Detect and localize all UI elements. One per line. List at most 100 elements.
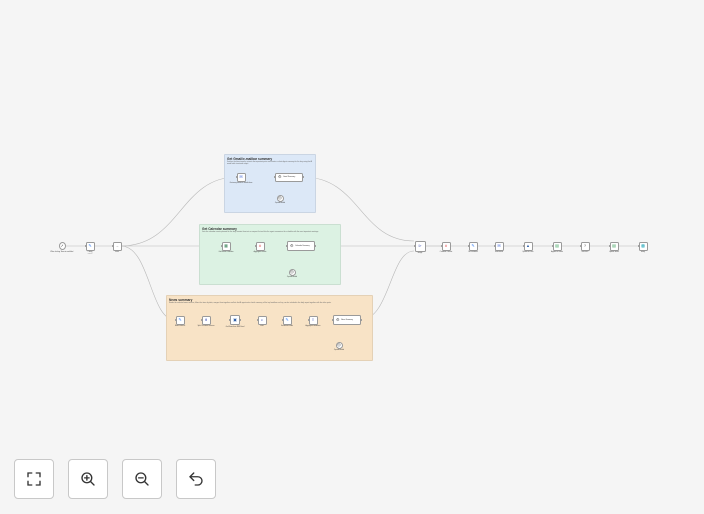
undo-icon	[189, 472, 203, 486]
code-icon: #	[258, 243, 262, 248]
workflow-node[interactable]: →	[112, 241, 122, 251]
agent-icon: ⚙	[278, 174, 282, 179]
workflow-node[interactable]: #	[255, 241, 265, 251]
node-label: Append to Sheet	[551, 252, 563, 253]
workflow-node[interactable]: ✎	[175, 315, 185, 325]
input-handle[interactable]	[332, 319, 334, 321]
input-handle[interactable]	[281, 319, 284, 321]
node-label: When clicking 'Execute workflow'	[50, 251, 74, 253]
input-handle[interactable]	[440, 245, 443, 247]
node-label: Upload to Drive	[522, 252, 534, 253]
slack-icon: ▩	[641, 243, 645, 248]
workflow-node[interactable]: ▲	[523, 241, 533, 251]
input-handle[interactable]	[551, 245, 554, 247]
fit-view-button[interactable]	[14, 459, 54, 499]
code-icon: #	[444, 243, 448, 248]
pencil-icon: ✎	[178, 317, 182, 322]
sticky-note[interactable]: News summary Reads the selected news sou…	[166, 295, 373, 361]
workflow-node[interactable]: ⊳	[414, 240, 426, 252]
pencil-icon: ✎	[88, 243, 92, 248]
input-handle[interactable]	[256, 319, 259, 321]
input-handle[interactable]	[111, 245, 114, 247]
node-subtitle: manual	[87, 254, 93, 256]
node-label: Calendar Summary	[295, 245, 310, 247]
node-label: Notify	[640, 252, 646, 253]
workflow-node[interactable]: ✎	[282, 315, 292, 325]
input-handle[interactable]	[254, 245, 257, 247]
input-handle[interactable]	[522, 245, 525, 247]
node-label: Aggregate Events	[253, 252, 267, 253]
node-label: Set Article Fields	[281, 326, 293, 327]
node-label: Success?	[581, 252, 589, 253]
workflow-node[interactable]: ⋔	[201, 315, 211, 325]
filter-icon: ⪧	[260, 317, 264, 322]
input-handle[interactable]	[84, 245, 87, 247]
workflow-node[interactable]: ✎	[85, 241, 95, 251]
workflow-node[interactable]: ?	[580, 241, 590, 251]
node-label: Filter	[260, 326, 264, 327]
input-handle[interactable]	[608, 245, 611, 247]
workflow-node[interactable]: ▤	[609, 241, 619, 251]
workflow-node[interactable]: ⚙Calendar Summary	[287, 241, 315, 251]
input-handle[interactable]	[579, 245, 582, 247]
zoom-in-button[interactable]	[68, 459, 108, 499]
model-icon: ◎	[278, 195, 282, 200]
zoom-out-button[interactable]	[122, 459, 162, 499]
zoom-out-icon	[135, 472, 149, 486]
sticky-note-title: News summary	[169, 297, 193, 302]
workflow-node[interactable]: ✉	[236, 172, 246, 182]
sheets-icon: ▤	[555, 243, 559, 248]
node-label: OpenAI Model	[274, 203, 286, 204]
input-handle[interactable]	[493, 245, 496, 247]
workflow-node[interactable]: ▣	[230, 315, 240, 325]
gmail-icon: ✉	[497, 243, 501, 248]
input-handle[interactable]	[467, 245, 470, 247]
input-handle[interactable]	[307, 319, 310, 321]
node-label: OpenAI Model	[333, 350, 345, 351]
input-handle[interactable]	[200, 319, 203, 321]
workflow-node[interactable]: ✉	[494, 241, 504, 251]
node-label: Send Email	[494, 252, 504, 253]
node-label: Get Events Calendar	[218, 252, 234, 253]
input-handle[interactable]	[229, 319, 231, 321]
input-handle[interactable]	[413, 245, 416, 247]
model-icon: ◎	[337, 342, 341, 347]
workflow-node[interactable]: ⪧	[257, 315, 267, 325]
input-handle[interactable]	[235, 176, 238, 178]
sticky-note[interactable]: Get Calendar summary Gets the calendar e…	[199, 224, 341, 285]
workflow-node[interactable]: ▩	[638, 241, 648, 251]
workflow-node[interactable]: ⚙Gmail Summary	[275, 172, 303, 182]
sheets-icon: ▤	[612, 243, 616, 248]
workflow-node[interactable]: ≡	[308, 315, 318, 325]
workflow-node[interactable]: #	[441, 241, 451, 251]
workflow-node[interactable]: ◎	[276, 194, 284, 202]
sticky-note[interactable]: Get Gmail/e-mailbar summary Fetches the …	[224, 154, 316, 213]
sticky-note-description: Fetches the latest emails, extracts the …	[227, 161, 313, 166]
workflow-node[interactable]: ⚙News Summary	[333, 315, 361, 325]
workflow-node[interactable]: ➚	[58, 242, 66, 250]
node-label: OpenAI Model	[286, 277, 298, 278]
node-label: News Summary	[341, 319, 354, 321]
workflow-node[interactable]: ✎	[468, 241, 478, 251]
input-handle[interactable]	[274, 176, 276, 178]
workflow-node[interactable]: ▦	[221, 241, 231, 251]
node-label: Split Out News Sources	[197, 326, 215, 327]
workflow-node[interactable]: ▤	[552, 241, 562, 251]
split-icon: ⋔	[204, 317, 208, 322]
workflow-node[interactable]: ◎	[288, 268, 296, 276]
reset-zoom-button[interactable]	[176, 459, 216, 499]
workflow-node[interactable]: ◎	[335, 341, 343, 349]
node-label: Set Variables	[468, 252, 478, 253]
input-handle[interactable]	[637, 245, 640, 247]
merge-icon: ⊳	[418, 243, 422, 248]
input-handle[interactable]	[174, 319, 177, 321]
node-label: Config	[87, 252, 93, 253]
connection	[302, 176, 415, 242]
input-handle[interactable]	[220, 245, 223, 247]
input-handle[interactable]	[286, 245, 288, 247]
sticky-note-title: Get Calendar summary	[202, 226, 237, 231]
calendar-icon: ▦	[224, 243, 228, 248]
node-label: Fetch	[115, 252, 119, 253]
gmail-icon: ✉	[239, 174, 243, 179]
